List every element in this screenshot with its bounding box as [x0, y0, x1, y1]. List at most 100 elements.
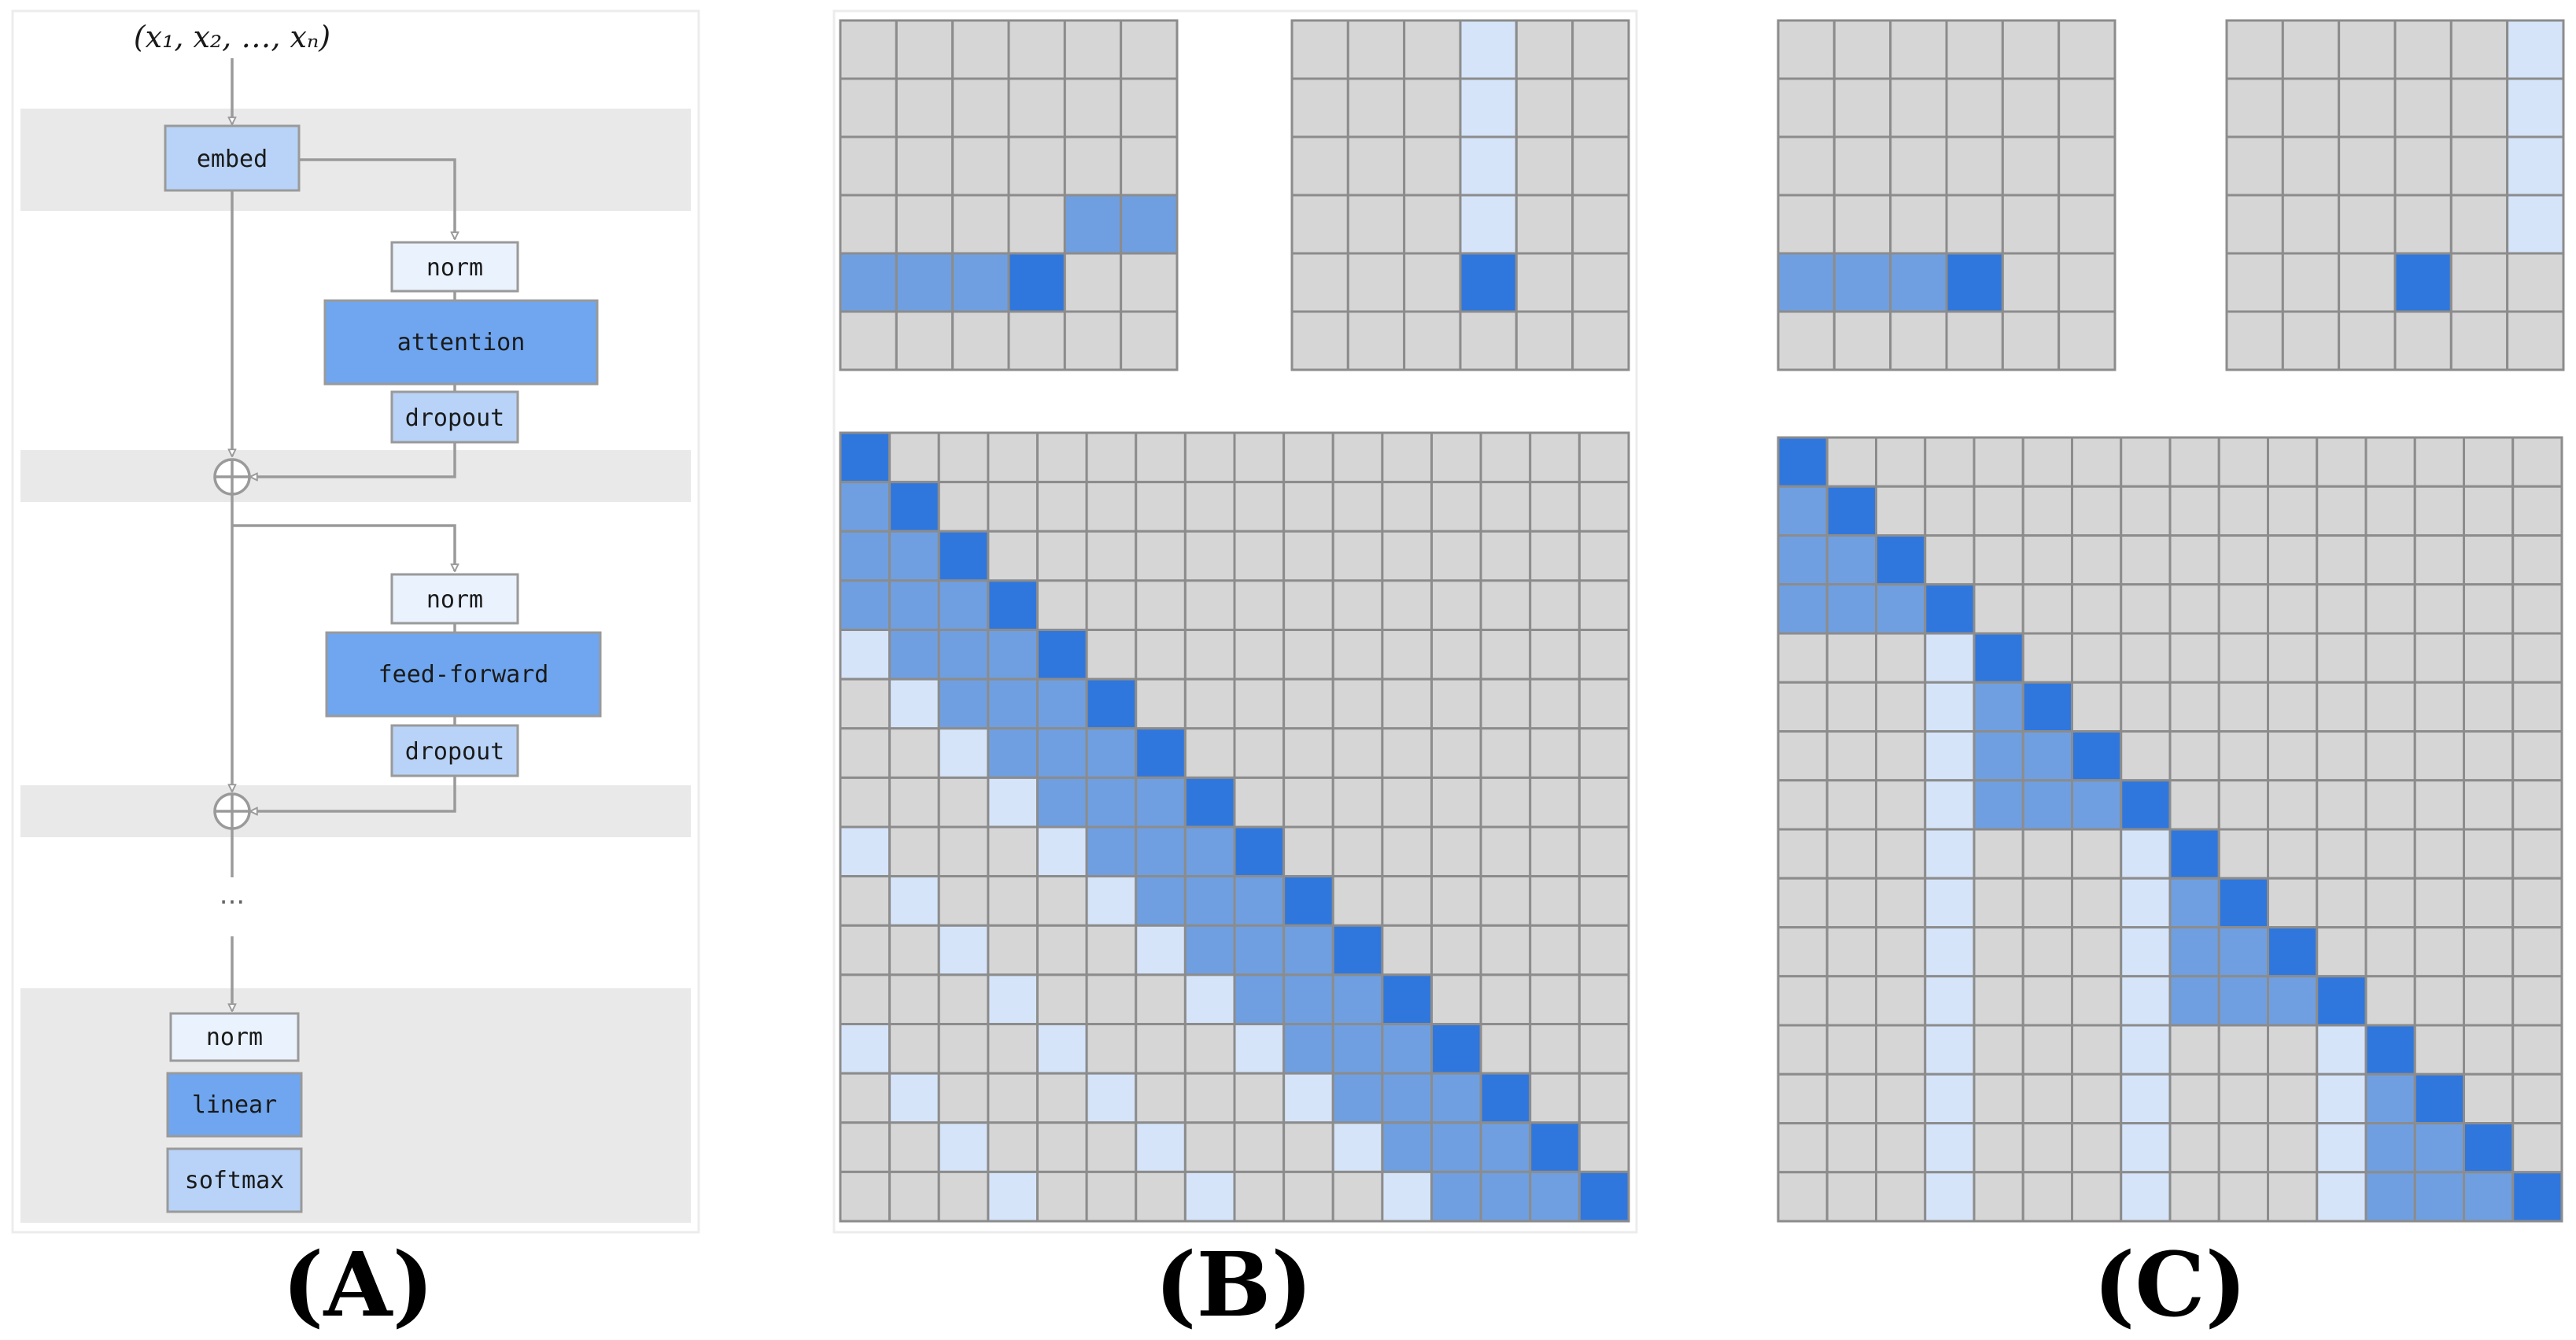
masked-cell — [2511, 779, 2563, 831]
strided-cell — [839, 629, 891, 681]
masked-cell — [1430, 677, 1482, 730]
strided-cell — [2316, 1122, 2367, 1174]
masked-cell — [1875, 436, 1927, 488]
masked-cell — [2001, 77, 2061, 138]
masked-cell — [1973, 926, 2024, 978]
masked-cell — [2217, 779, 2269, 831]
masked-cell — [2413, 485, 2465, 537]
masked-cell — [2338, 135, 2397, 197]
masked-cell — [1825, 1072, 1877, 1124]
masked-cell — [2021, 828, 2073, 880]
strided-cell — [987, 973, 1039, 1026]
masked-cell — [2168, 436, 2220, 488]
masked-cell — [2449, 19, 2509, 80]
masked-cell — [2393, 135, 2452, 197]
masked-cell — [1233, 481, 1286, 533]
attention-block: attention — [323, 299, 599, 386]
masked-cell — [1290, 77, 1349, 138]
attended-cell — [937, 579, 990, 632]
masked-cell — [839, 776, 891, 829]
masked-cell — [2449, 310, 2509, 371]
masked-cell — [1233, 629, 1286, 681]
strided-cell — [937, 924, 990, 976]
masked-cell — [1290, 194, 1349, 255]
masked-cell — [2511, 583, 2563, 635]
masked-cell — [1889, 77, 1948, 138]
masked-cell — [839, 310, 898, 371]
panel-label-a: (A) — [282, 1234, 434, 1337]
masked-cell — [951, 310, 1010, 371]
masked-cell — [2120, 534, 2172, 586]
masked-cell — [1529, 875, 1581, 927]
masked-cell — [2316, 632, 2367, 684]
attended-cell — [1282, 973, 1334, 1026]
masked-cell — [2071, 632, 2123, 684]
masked-cell — [937, 825, 990, 878]
current-token-cell — [839, 431, 891, 484]
masked-cell — [1331, 825, 1384, 878]
masked-cell — [1233, 579, 1286, 632]
masked-cell — [2281, 135, 2341, 197]
masked-cell — [1346, 135, 1406, 197]
masked-cell — [2463, 485, 2515, 537]
masked-cell — [2217, 583, 2269, 635]
svg-text:norm: norm — [426, 254, 483, 282]
masked-cell — [1529, 1023, 1581, 1075]
masked-cell — [2021, 534, 2073, 586]
masked-cell — [839, 924, 891, 976]
masked-cell — [2001, 252, 2061, 313]
masked-cell — [1571, 252, 1630, 313]
masked-cell — [987, 431, 1039, 484]
masked-cell — [2281, 19, 2341, 80]
masked-cell — [1430, 629, 1482, 681]
masked-cell — [1777, 1024, 1829, 1076]
masked-cell — [1135, 1170, 1187, 1223]
strided-cell — [1924, 730, 1976, 782]
masked-cell — [2021, 485, 2073, 537]
masked-cell — [1777, 1072, 1829, 1124]
masked-cell — [1403, 19, 1462, 80]
masked-cell — [2463, 632, 2515, 684]
masked-cell — [1135, 530, 1187, 582]
strided-cell — [987, 1170, 1039, 1223]
masked-cell — [1875, 1024, 1927, 1076]
masked-cell — [1085, 1023, 1138, 1075]
masked-cell — [2217, 1122, 2269, 1174]
masked-cell — [2281, 194, 2341, 255]
current-token-cell — [1381, 973, 1434, 1026]
strided-cell — [2120, 1171, 2172, 1223]
masked-cell — [1036, 1072, 1088, 1124]
masked-cell — [937, 431, 990, 484]
masked-cell — [2413, 534, 2465, 586]
attended-cell — [1282, 1023, 1334, 1075]
masked-cell — [1183, 1023, 1236, 1075]
masked-cell — [2364, 975, 2416, 1027]
attended-cell — [1085, 727, 1138, 779]
masked-cell — [888, 973, 940, 1026]
masked-cell — [1282, 1121, 1334, 1173]
masked-cell — [2413, 436, 2465, 488]
masked-cell — [2413, 975, 2465, 1027]
svg-text:attention: attention — [397, 329, 526, 356]
masked-cell — [1832, 194, 1892, 255]
panel-a-transformer-diagram: (x₁, x₂, …, xₙ) ··· — [11, 9, 700, 1234]
masked-cell — [1135, 677, 1187, 730]
strided-cell — [2120, 1024, 2172, 1076]
current-token-cell — [1331, 924, 1384, 976]
masked-cell — [1529, 579, 1581, 632]
strided-column-attention-grid — [1290, 19, 1630, 371]
attended-cell — [2071, 779, 2123, 831]
attended-cell — [1777, 485, 1829, 537]
masked-cell — [1777, 877, 1829, 928]
current-token-cell — [1945, 252, 2004, 313]
masked-cell — [2168, 485, 2220, 537]
strided-cell — [1233, 1023, 1286, 1075]
masked-cell — [1832, 135, 1892, 197]
strided-cell — [2120, 926, 2172, 978]
masked-cell — [2281, 252, 2341, 313]
masked-cell — [2511, 1122, 2563, 1174]
masked-cell — [2267, 436, 2319, 488]
masked-cell — [1381, 776, 1434, 829]
masked-cell — [1479, 924, 1532, 976]
masked-cell — [1945, 19, 2004, 80]
